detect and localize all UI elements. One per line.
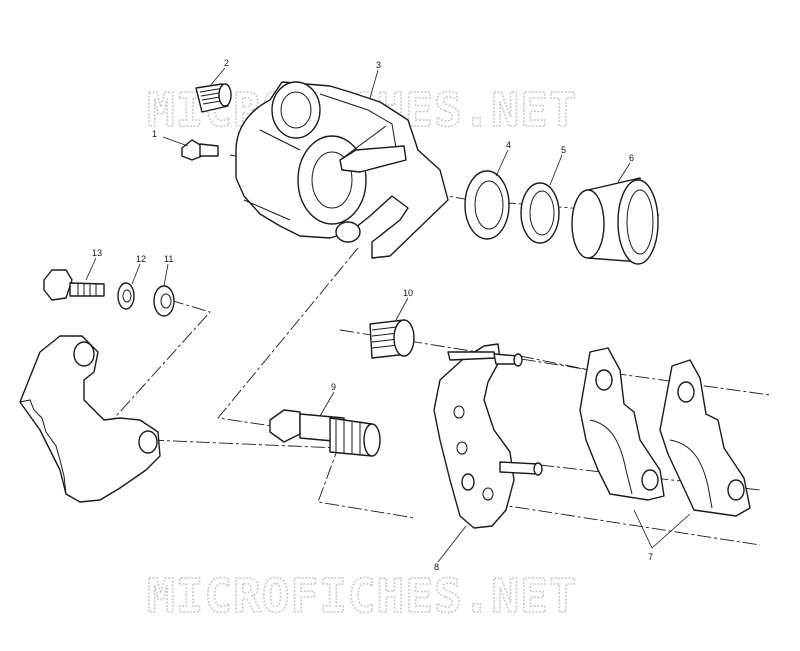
part-1-bleeder-valve: [181, 139, 219, 161]
part-6-piston: [571, 177, 659, 265]
part-3-caliper-body: [235, 81, 449, 259]
part-11-washer: [153, 285, 175, 317]
part-4-seal: [464, 170, 510, 240]
callout-12: 12: [136, 254, 146, 264]
callout-9: 9: [331, 382, 336, 392]
callout-4: 4: [506, 140, 511, 150]
callout-11: 11: [164, 254, 173, 264]
part-9-slide-pin: [269, 409, 381, 457]
callout-5: 5: [561, 145, 566, 155]
callout-7: 7: [648, 552, 653, 562]
callout-1: 1: [152, 129, 157, 139]
part-2-plug: [195, 83, 232, 113]
callout-2: 2: [224, 58, 229, 68]
callout-13: 13: [92, 248, 102, 258]
watermark-bottom: MICROFICHES.NET: [147, 569, 577, 623]
callout-10: 10: [403, 288, 413, 298]
assembly-centerlines: [107, 154, 771, 546]
part-13-bolt: [43, 269, 105, 301]
callout-8: 8: [434, 562, 439, 572]
part-7-brake-pads: [579, 347, 751, 517]
part-12-lock-washer: [117, 282, 135, 310]
part-8-caliper-bracket: [433, 343, 543, 529]
part-10-pin: [369, 319, 415, 359]
mounting-bracket: [19, 335, 161, 503]
callout-3: 3: [376, 60, 381, 70]
callout-6: 6: [629, 153, 634, 163]
leader-lines: [85, 67, 691, 563]
part-5-seal: [520, 182, 560, 244]
